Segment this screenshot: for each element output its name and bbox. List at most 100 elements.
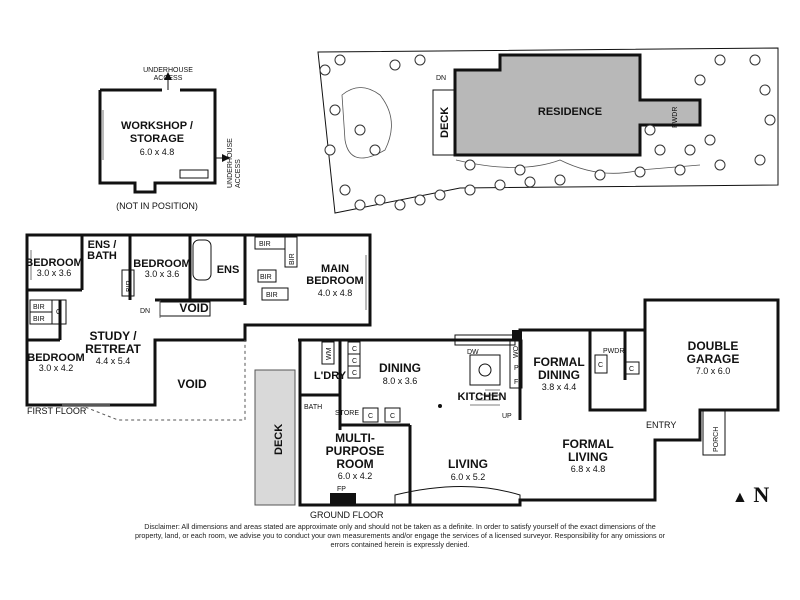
ff-bir-2: BIR <box>33 316 45 323</box>
gf-room-dining-name: DINING <box>379 361 421 375</box>
tree-icon <box>414 194 426 206</box>
gf-store-label: STORE <box>335 410 359 417</box>
tree-icon <box>334 54 346 66</box>
gf-pwdr-label: PWDR <box>603 348 624 355</box>
workshop-dims: 6.0 x 4.8 <box>140 147 175 157</box>
tree-icon <box>554 174 566 186</box>
workshop-access-top-line2: ACCESS <box>154 75 183 82</box>
tree-icon <box>414 54 426 66</box>
ff-dn-label: DN <box>140 308 150 315</box>
tree-icon <box>654 144 666 156</box>
tree-icon <box>704 134 716 146</box>
ff-bir-1: BIR <box>33 304 45 311</box>
ff-study-line2: RETREAT <box>85 342 141 356</box>
tree-icon <box>434 189 446 201</box>
ff-room-void-1-name: VOID <box>179 301 209 315</box>
ground-floor-label: GROUND FLOOR <box>310 510 384 520</box>
ff-bir-4: BIR <box>259 241 271 248</box>
workshop-access-side-label: UNDERHOUSEACCESS <box>227 138 242 188</box>
workshop-plan <box>98 72 230 194</box>
gf-garage-line2: GARAGE <box>687 352 740 366</box>
tree-icon <box>749 54 761 66</box>
tree-icon <box>594 169 606 181</box>
ff-ens-bath-line1: ENS / <box>88 239 117 251</box>
tree-icon <box>494 179 506 191</box>
site-plan <box>317 47 779 214</box>
ff-main-bedroom-line2: BEDROOM <box>306 275 363 287</box>
gf-c-5: C <box>390 413 395 420</box>
gf-formal-living-line2: LIVING <box>568 450 608 464</box>
gf-multipurpose-line2: PURPOSE <box>326 444 385 458</box>
tree-icon <box>374 194 386 206</box>
gf-c-7: C <box>629 366 634 373</box>
gf-formal-dining-line2: DINING <box>538 368 580 382</box>
gf-room-formal-living-dims: 6.8 x 4.8 <box>571 464 606 474</box>
ff-bir-3: BIR <box>126 280 133 292</box>
tree-icon <box>684 144 696 156</box>
tree-icon <box>354 199 366 211</box>
ff-room-bedroom-2-dims: 3.0 x 3.6 <box>145 269 180 279</box>
tree-icon <box>394 199 406 211</box>
workshop-not-in-position: (NOT IN POSITION) <box>116 201 198 211</box>
ff-room-bedroom-3-name: BEDROOM <box>27 352 84 364</box>
gf-garage-line1: DOUBLE <box>688 339 739 353</box>
gf-porch-label: PORCH <box>713 427 720 452</box>
gf-formal-dining-line1: FORMAL <box>533 355 584 369</box>
site-dn-label: DN <box>436 75 446 82</box>
first-floor-plan <box>25 233 372 421</box>
north-label: N <box>753 482 770 507</box>
tree-icon <box>464 184 476 196</box>
disclaimer: Disclaimer: All dimensions and areas sta… <box>134 522 665 549</box>
site-residence-label: RESIDENCE <box>538 106 602 118</box>
workshop-name-label: WORKSHOP /STORAGE <box>121 120 193 145</box>
gf-c-2: C <box>352 358 357 365</box>
gf-multipurpose-line1: MULTI- <box>335 431 375 445</box>
ff-room-bedroom-2-name: BEDROOM <box>133 258 190 270</box>
ff-c-label: C <box>56 309 61 316</box>
gf-room-laundry-name: L'DRY <box>314 370 347 382</box>
gf-bath-label: BATH <box>304 404 322 411</box>
site-deck-label: DECK <box>439 107 451 138</box>
gf-multipurpose-line3: ROOM <box>336 457 373 471</box>
gf-formal-living-line1: FORMAL <box>562 437 613 451</box>
gf-p-label: P <box>514 365 519 372</box>
gf-wm-label: WM <box>326 347 333 360</box>
workshop-name-line1: WORKSHOP / <box>121 120 193 132</box>
tree-icon <box>354 124 366 136</box>
tree-icon <box>754 154 766 166</box>
north-arrow: ▲ N <box>732 482 769 508</box>
gf-c-6: C <box>598 362 603 369</box>
ff-room-bedroom-1-dims: 3.0 x 3.6 <box>37 268 72 278</box>
gf-entry-label: ENTRY <box>646 420 676 430</box>
tree-icon <box>514 164 526 176</box>
workshop-access-side-line2: ACCESS <box>235 159 242 188</box>
tree-icon <box>764 114 776 126</box>
gf-up-label: UP <box>502 413 512 420</box>
tree-icon <box>389 59 401 71</box>
ff-room-ens-bath-name: ENS /BATH <box>87 239 117 262</box>
ff-ens-bath-line2: BATH <box>87 250 117 262</box>
gf-wo-label: WO <box>513 345 520 358</box>
tree-icon <box>674 164 686 176</box>
gf-c-3: C <box>352 370 357 377</box>
tree-icon <box>634 166 646 178</box>
tree-icon <box>759 84 771 96</box>
gf-room-multipurpose-dims: 6.0 x 4.2 <box>338 471 373 481</box>
first-floor-label: FIRST FLOOR <box>27 406 87 416</box>
ff-room-ens-name: ENS <box>217 264 240 276</box>
tree-icon <box>714 54 726 66</box>
ff-room-bedroom-3-dims: 3.0 x 4.2 <box>39 363 74 373</box>
north-arrow-icon: ▲ <box>732 489 748 506</box>
workshop-access-top-line1: UNDERHOUSE <box>143 67 193 74</box>
tree-icon <box>714 159 726 171</box>
gf-deck-label: DECK <box>273 424 285 455</box>
gf-room-dining-dims: 8.0 x 3.6 <box>383 376 418 386</box>
tree-icon <box>694 74 706 86</box>
workshop-access-side-line1: UNDERHOUSE <box>227 138 234 188</box>
